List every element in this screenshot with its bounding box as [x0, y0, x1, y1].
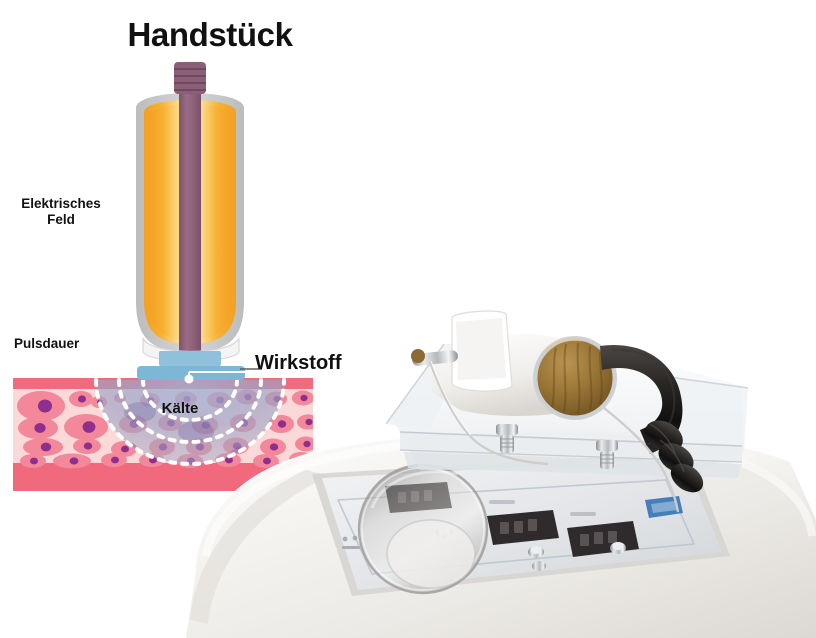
thumb-screw-left	[496, 424, 518, 453]
panel-logo-badge	[645, 496, 683, 518]
handpiece-tip	[411, 349, 458, 366]
power-cable	[428, 361, 680, 513]
label-cold: Kälte	[161, 400, 199, 417]
handpiece-thread	[174, 62, 206, 94]
handpiece-illustration	[136, 62, 262, 384]
label-electric-field: Elektrisches Feld	[21, 196, 101, 227]
display-mid	[487, 510, 559, 545]
panel-indicators	[342, 535, 360, 549]
label-pulse-duration: Pulsdauer	[14, 336, 80, 351]
large-chrome-knob	[357, 463, 489, 595]
tissue-cross-section	[13, 378, 313, 491]
coiled-hose	[600, 344, 704, 493]
thumb-screw-right	[596, 440, 618, 469]
page-title: Handstück	[127, 16, 293, 53]
label-active-agent: Wirkstoff	[255, 352, 342, 374]
power-cable-highlight	[430, 360, 472, 436]
handpiece-photo	[411, 310, 704, 513]
handpiece-head-disc	[533, 336, 617, 420]
